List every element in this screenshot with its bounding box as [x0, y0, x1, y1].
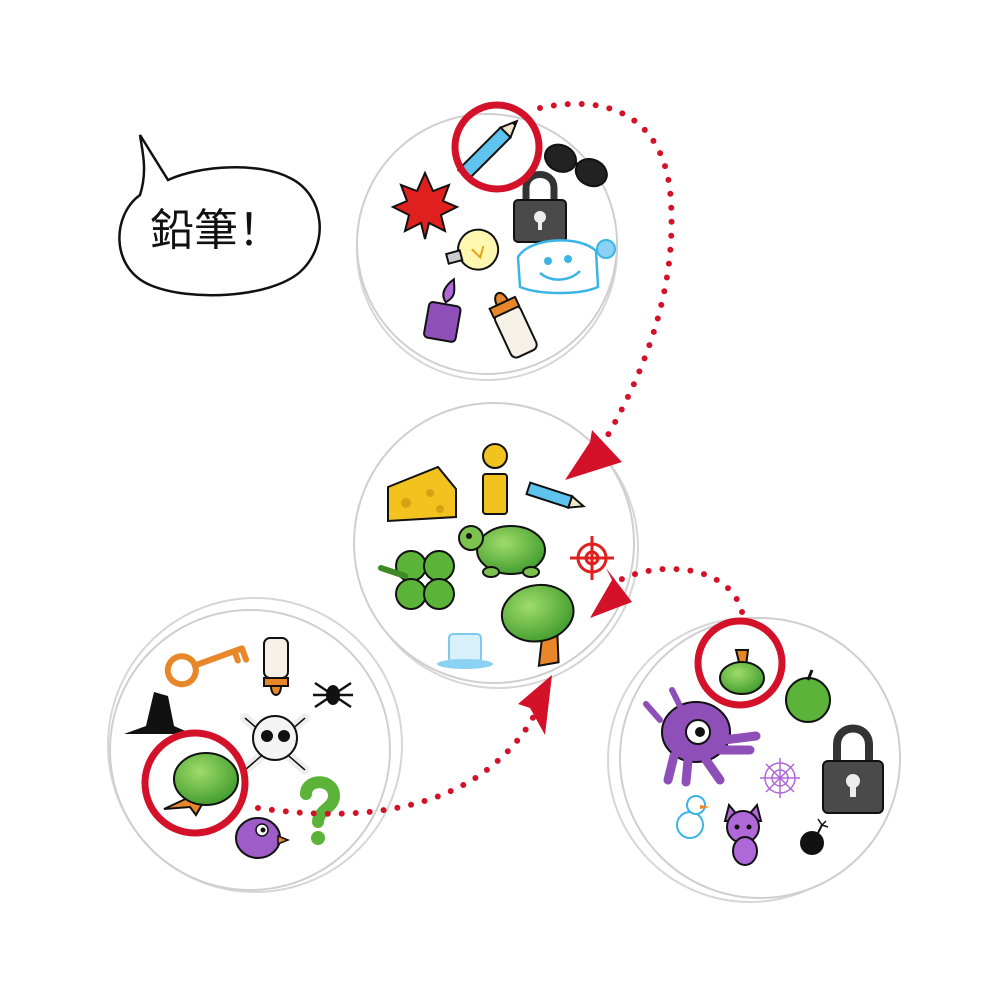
bomb-icon[interactable]	[800, 818, 829, 855]
card-bottom-right[interactable]	[607, 617, 901, 903]
skull-icon[interactable]	[240, 713, 310, 775]
arrow-head-tree-left	[518, 675, 552, 735]
speech-bubble-text: 鉛筆！	[150, 205, 282, 256]
clover-icon[interactable]	[378, 550, 455, 610]
key-icon[interactable]	[164, 635, 250, 688]
exclamation-mark-icon[interactable]	[482, 443, 508, 515]
match-arrows	[255, 100, 745, 817]
speech-bubble: 鉛筆！	[118, 134, 321, 297]
apple-icon[interactable]	[785, 669, 831, 723]
target-icon[interactable]	[570, 536, 614, 580]
witch-hat-icon[interactable]	[124, 692, 192, 734]
question-mark-icon[interactable]	[300, 776, 341, 845]
card-top[interactable]	[356, 101, 618, 381]
arrow-head-tree-right	[590, 568, 632, 618]
cat-icon[interactable]	[723, 802, 763, 866]
highlight-ring-pencil	[451, 101, 543, 193]
cheese-icon[interactable]	[387, 465, 457, 523]
card-center[interactable]	[353, 402, 639, 689]
highlight-ring-tree-right	[694, 617, 786, 709]
spider-icon[interactable]	[313, 681, 353, 709]
padlock-icon[interactable]	[822, 724, 884, 814]
arrow-head-pencil	[565, 430, 622, 480]
ice-cube-icon[interactable]	[437, 633, 493, 669]
maple-leaf-icon[interactable]	[390, 170, 460, 240]
arrow-tree-right-path	[617, 565, 745, 615]
baby-bottle-icon[interactable]	[263, 637, 289, 696]
candle-icon[interactable]	[423, 276, 465, 343]
baby-bottle-icon[interactable]	[485, 287, 538, 359]
highlight-ring-tree-left	[141, 729, 249, 837]
bird-icon[interactable]	[235, 817, 291, 859]
sunglasses-icon[interactable]	[541, 140, 612, 191]
pencil-icon[interactable]	[525, 481, 586, 512]
padlock-icon[interactable]	[513, 171, 567, 243]
arrow-pencil-path	[537, 100, 675, 443]
light-bulb-icon[interactable]	[442, 225, 503, 277]
turtle-icon[interactable]	[458, 525, 546, 578]
tree-icon[interactable]	[719, 649, 765, 695]
arrow-tree-left-path	[255, 697, 543, 817]
ghost-icon[interactable]	[516, 239, 616, 295]
octopus-icon[interactable]	[643, 687, 761, 787]
snowman-icon[interactable]	[676, 795, 710, 839]
tree-icon[interactable]	[497, 579, 582, 670]
tree-icon[interactable]	[163, 752, 239, 817]
spider-web-icon[interactable]	[760, 758, 800, 798]
card-bottom-left[interactable]	[107, 597, 403, 893]
